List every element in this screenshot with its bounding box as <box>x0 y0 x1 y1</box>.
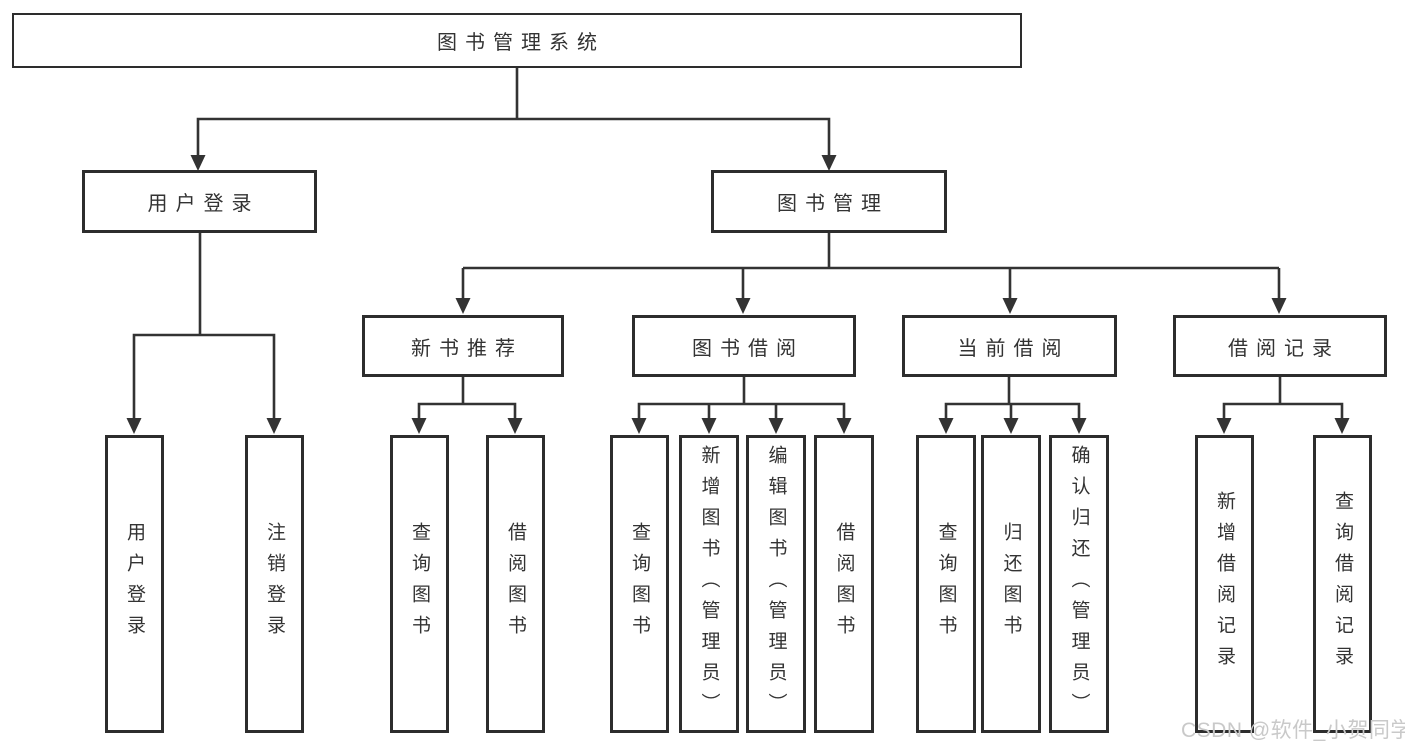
arrow-down-icon <box>266 418 282 434</box>
node-branch-user-login-label: 用户登录 <box>147 193 260 215</box>
arrow-down-icon <box>701 418 717 434</box>
leaf-query-books-borrow: 查询图书 <box>610 435 669 733</box>
arrow-down-icon <box>631 418 647 434</box>
leaf-return-books-label: 归还图书 <box>1000 522 1022 646</box>
leaf-query-books-recommend-label: 查询图书 <box>409 522 430 646</box>
leaf-confirm-return-admin: 确认归还（管理员） <box>1049 435 1109 733</box>
leaf-user-login: 用户登录 <box>105 435 164 733</box>
arrow-down-icon <box>938 418 954 434</box>
node-root-label: 图书管理系统 <box>437 32 605 54</box>
node-group-borrow-records: 借阅记录 <box>1173 315 1387 377</box>
arrow-down-icon <box>836 418 852 434</box>
leaf-borrow-books-borrow: 借阅图书 <box>814 435 874 733</box>
watermark: CSDN @软件_小贺同学 <box>1181 719 1405 742</box>
arrow-down-icon <box>190 155 206 171</box>
leaf-edit-book-admin-label: 编辑图书（管理员） <box>765 444 787 724</box>
arrowheads <box>126 155 1350 434</box>
arrow-down-icon <box>126 418 142 434</box>
arrow-down-icon <box>455 298 471 314</box>
node-group-new-book-recommend: 新书推荐 <box>362 315 564 377</box>
arrow-down-icon <box>507 418 523 434</box>
leaf-add-borrow-record: 新增借阅记录 <box>1195 435 1254 733</box>
node-branch-book-management-label: 图书管理 <box>777 193 889 215</box>
node-branch-user-login: 用户登录 <box>82 170 317 233</box>
arrow-down-icon <box>411 418 427 434</box>
leaf-edit-book-admin: 编辑图书（管理员） <box>746 435 806 733</box>
leaf-return-books: 归还图书 <box>981 435 1041 733</box>
node-branch-book-management: 图书管理 <box>711 170 947 233</box>
leaf-logout-login: 注销登录 <box>245 435 304 733</box>
leaf-query-books-current: 查询图书 <box>916 435 976 733</box>
node-group-book-borrow-label: 图书借阅 <box>692 337 804 360</box>
arrow-down-icon <box>1071 418 1087 434</box>
leaf-query-books-recommend: 查询图书 <box>390 435 449 733</box>
arrow-down-icon <box>1002 298 1018 314</box>
leaf-logout-login-label: 注销登录 <box>264 522 285 646</box>
arrow-down-icon <box>1003 418 1019 434</box>
leaf-borrow-books-recommend: 借阅图书 <box>486 435 545 733</box>
leaf-add-borrow-record-label: 新增借阅记录 <box>1214 491 1235 677</box>
node-root: 图书管理系统 <box>12 13 1022 68</box>
node-group-book-borrow: 图书借阅 <box>632 315 856 377</box>
node-group-current-borrow-label: 当前借阅 <box>957 337 1070 360</box>
leaf-borrow-books-recommend-label: 借阅图书 <box>505 522 526 646</box>
leaf-user-login-label: 用户登录 <box>124 522 145 646</box>
node-group-current-borrow: 当前借阅 <box>902 315 1117 377</box>
arrow-down-icon <box>1334 418 1350 434</box>
leaf-query-books-current-label: 查询图书 <box>935 522 957 646</box>
arrow-down-icon <box>821 155 837 171</box>
leaf-confirm-return-admin-label: 确认归还（管理员） <box>1068 444 1090 724</box>
node-group-new-book-recommend-label: 新书推荐 <box>411 337 523 360</box>
leaf-query-books-borrow-label: 查询图书 <box>629 522 650 646</box>
arrow-down-icon <box>768 418 784 434</box>
arrow-down-icon <box>1216 418 1232 434</box>
node-group-borrow-records-label: 借阅记录 <box>1228 337 1340 360</box>
leaf-add-book-admin-label: 新增图书（管理员） <box>698 444 720 724</box>
leaf-query-borrow-record-label: 查询借阅记录 <box>1332 491 1353 677</box>
leaf-add-book-admin: 新增图书（管理员） <box>679 435 739 733</box>
arrow-down-icon <box>735 298 751 314</box>
leaf-borrow-books-borrow-label: 借阅图书 <box>833 522 855 646</box>
leaf-query-borrow-record: 查询借阅记录 <box>1313 435 1372 733</box>
arrow-down-icon <box>1271 298 1287 314</box>
